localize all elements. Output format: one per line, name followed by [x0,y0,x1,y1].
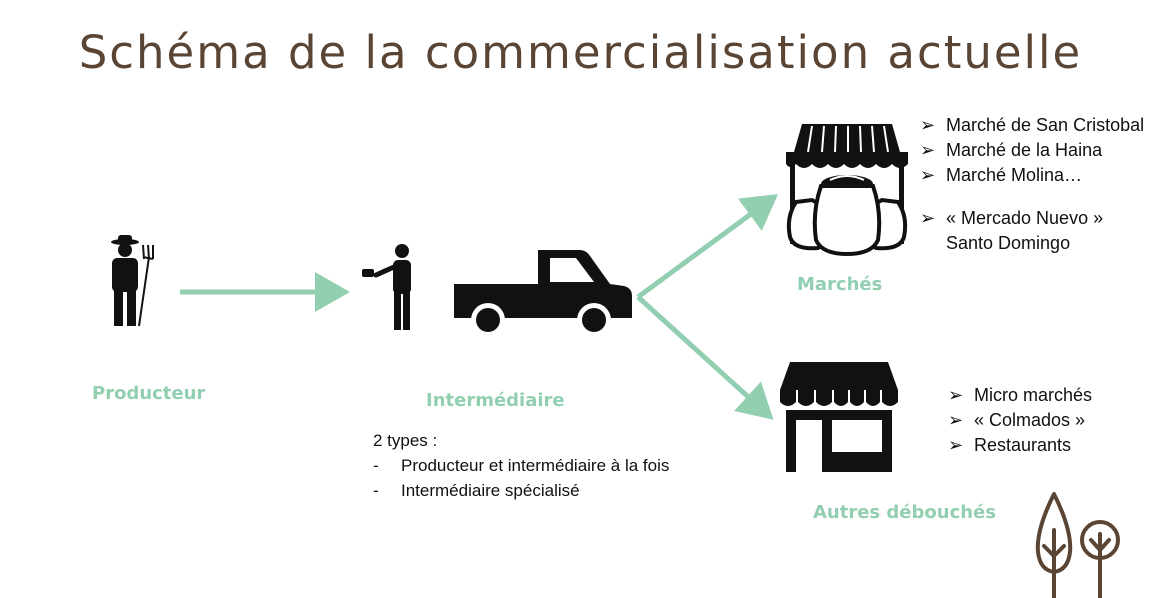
list-item: ➢Marché de San Cristobal [920,115,1145,135]
types-heading: 2 types : [373,431,438,450]
other-outlets-label: Autres débouchés [813,502,996,523]
list-item: ➢Marché de la Haina [920,140,1103,160]
storefront-icon [780,362,898,472]
markets-label: Marchés [797,274,883,295]
pickup-truck-icon [454,250,632,337]
list-item: ➢Restaurants [948,435,1072,455]
market-stall-icon [786,124,908,257]
producer-label: Producteur [92,383,206,404]
other-outlets-list: ➢Micro marchés ➢« Colmados » ➢Restaurant… [948,383,1148,458]
person-handing-icon [362,244,411,330]
type-item: -Intermédiaire spécialisé [373,481,580,500]
list-item: ➢Marché Molina… [920,165,1083,185]
intermediary-types: 2 types : -Producteur et intermédiaire à… [373,428,669,503]
type-item: -Producteur et intermédiaire à la fois [373,456,670,475]
farmer-pitchfork-icon [111,235,154,327]
trees-logo-icon [1035,492,1120,598]
list-item: ➢« Colmados » [948,410,1086,430]
page-title: Schéma de la commercialisation actuelle [78,26,1083,79]
arrow-to-markets [636,194,779,300]
arrow-to-other-outlets [636,295,774,420]
intermediary-label: Intermédiaire [426,390,565,411]
list-item: ➢Micro marchés [948,385,1093,405]
list-item: ➢« Mercado Nuevo » Santo Domingo [920,208,1104,253]
markets-list: ➢Marché de San Cristobal ➢Marché de la H… [920,113,1150,256]
